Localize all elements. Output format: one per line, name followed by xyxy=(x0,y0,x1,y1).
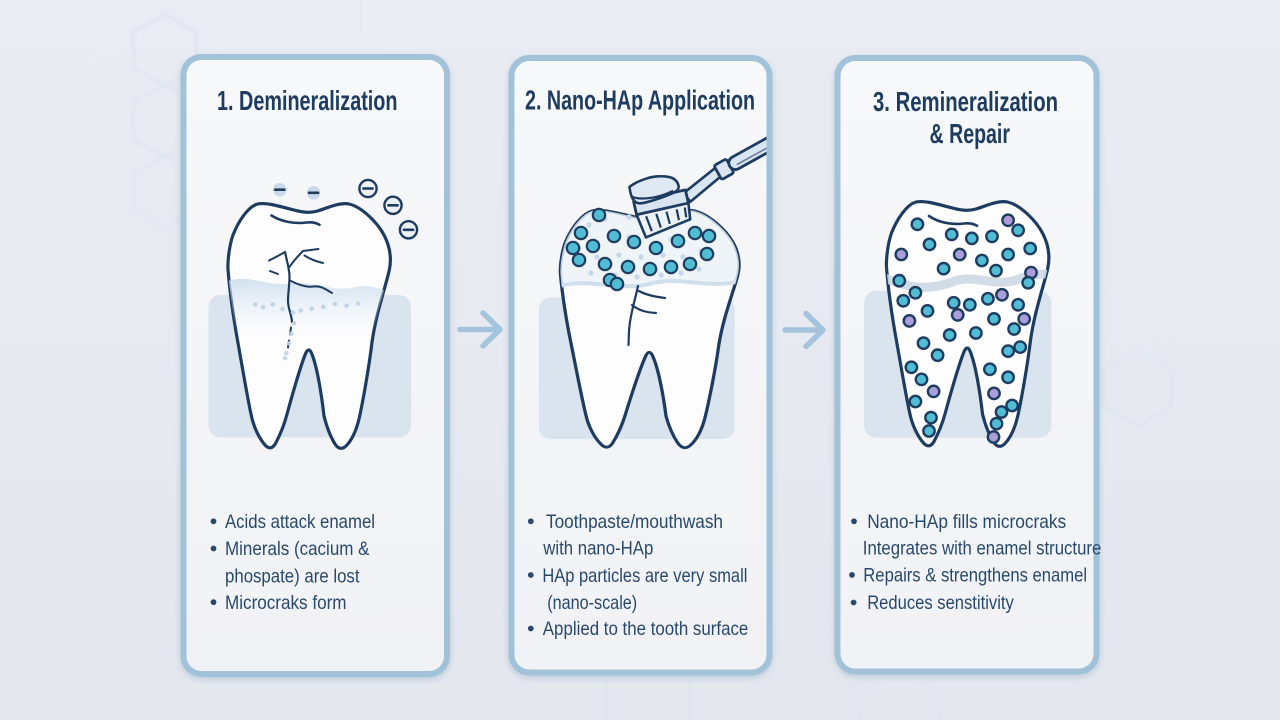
svg-text:phospate) are lost: phospate) are lost xyxy=(225,566,360,588)
svg-text:Minerals (cacium &: Minerals (cacium & xyxy=(225,538,370,560)
svg-text:3. Remineralization: 3. Remineralization xyxy=(873,86,1058,117)
svg-text:Acids attack enamel: Acids attack enamel xyxy=(225,511,375,533)
svg-text:Integrates with enamel structu: Integrates with enamel structure xyxy=(863,538,1102,560)
svg-text:with nano-HAp: with nano-HAp xyxy=(542,538,653,560)
svg-text:& Repair: & Repair xyxy=(930,118,1011,149)
svg-text:Microcraks form: Microcraks form xyxy=(225,592,347,614)
svg-text:1. Demineralization: 1. Demineralization xyxy=(217,85,398,116)
svg-text:Toothpaste/mouthwash: Toothpaste/mouthwash xyxy=(546,511,723,533)
svg-text:Reduces senstitivity: Reduces senstitivity xyxy=(867,592,1014,614)
svg-text:2. Nano-HAp Application: 2. Nano-HAp Application xyxy=(525,85,755,116)
svg-text:Nano-HAp fills microcraks: Nano-HAp fills microcraks xyxy=(867,511,1066,533)
svg-text:Applied to the tooth surface: Applied to the tooth surface xyxy=(543,618,749,640)
svg-text:HAp particles are very small: HAp particles are very small xyxy=(542,565,747,587)
svg-text:(nano-scale): (nano-scale) xyxy=(547,592,637,614)
svg-text:Repairs & strengthens enamel: Repairs & strengthens enamel xyxy=(863,564,1087,586)
